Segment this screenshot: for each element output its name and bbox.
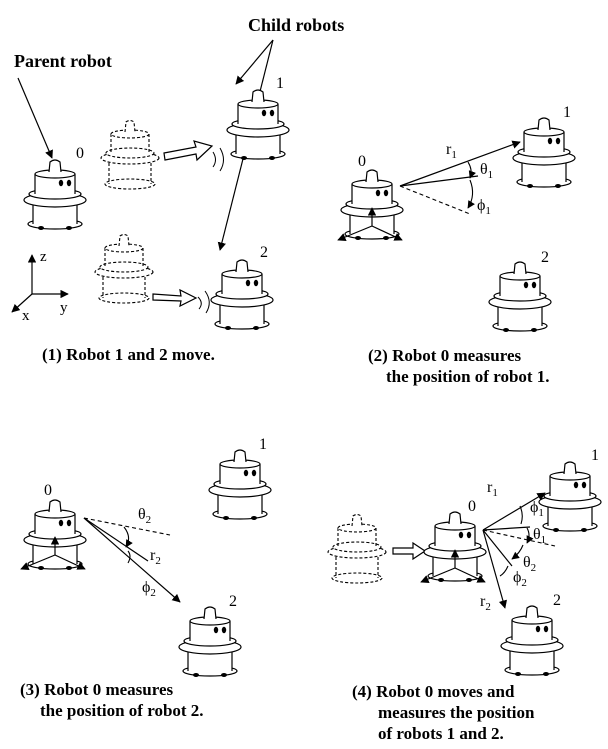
caption-panel-2-line-1: (2) Robot 0 measures (368, 346, 522, 365)
robot-1-id: 1 (276, 75, 284, 92)
panel-2: 0 r1 θ1 ϕ1 1 2 (2) Robot 0 measures the … (338, 104, 576, 386)
motion-lines-2 (197, 290, 210, 314)
caption-panel-1: (1) Robot 1 and 2 move. (42, 345, 215, 364)
distance-vector-r1 (482, 492, 546, 531)
robot-2-id: 2 (541, 249, 549, 266)
parent-robot-pointer (17, 77, 53, 159)
theta2-arc (123, 526, 133, 548)
robot-1-id: 1 (563, 104, 571, 121)
panel-4: 0 r1 ϕ1 θ1 θ2 ϕ2 r2 1 2 (4) Robot 0 move… (327, 447, 602, 743)
robot-1-previous-position (100, 119, 160, 190)
theta1-label: θ1 (533, 526, 546, 546)
r1-label: r1 (446, 141, 457, 161)
r2-label: r2 (150, 547, 161, 567)
axis-x-label: x (22, 308, 30, 324)
robot-0 (23, 499, 87, 571)
reference-direction-line (399, 185, 471, 215)
caption-panel-3-line-1: (3) Robot 0 measures (20, 680, 174, 699)
theta1-label: θ1 (480, 161, 493, 181)
robot-2 (488, 261, 552, 333)
motion-lines-1 (212, 147, 224, 172)
robot-0 (423, 511, 487, 583)
phi1-label: ϕ1 (477, 197, 491, 217)
robot-0-id: 0 (468, 498, 476, 515)
reference-direction-line (83, 517, 171, 536)
robot-2 (178, 606, 242, 678)
robot-0-previous-position (327, 513, 387, 584)
phi2-arc (127, 550, 131, 564)
caption-panel-4-line-1: (4) Robot 0 moves and (352, 682, 515, 701)
distance-vector-r2 (83, 517, 181, 603)
horizontal-projection-line (399, 175, 479, 187)
caption-panel-3-line-2: the position of robot 2. (40, 701, 204, 720)
robot-1 (538, 461, 602, 533)
theta1-arc (526, 527, 534, 544)
robot-0 (340, 169, 404, 241)
robot-2-previous-position (94, 233, 154, 304)
caption-panel-2-line-2: the position of robot 1. (386, 367, 550, 386)
horizontal-projection-line-1 (482, 526, 531, 531)
child-robots-label: Child robots (248, 15, 344, 35)
theta2-label: θ2 (523, 554, 536, 574)
r2-label: r2 (480, 593, 491, 613)
phi2-label: ϕ2 (513, 569, 527, 589)
caption-panel-4-line-3: of robots 1 and 2. (378, 724, 504, 743)
robot-1 (226, 89, 290, 161)
horizontal-projection-line-2 (482, 529, 513, 567)
panel-1: Child robots Parent robot 0 1 2 z y x (1… (11, 15, 344, 364)
reference-direction-line (482, 529, 556, 547)
horizontal-projection-line (83, 517, 149, 562)
robot-0 (23, 159, 87, 231)
panel-3: 0 θ2 r2 ϕ2 1 2 (3) Robot 0 measures the … (20, 436, 272, 720)
robot-0-id: 0 (44, 482, 52, 499)
caption-panel-4-line-2: measures the position (378, 703, 535, 722)
robot-1 (512, 117, 576, 189)
theta1-arc (467, 161, 477, 179)
child-robot-pointer-1 (235, 39, 274, 85)
phi1-label: ϕ1 (530, 499, 544, 519)
parent-robot-label: Parent robot (14, 51, 112, 71)
distance-vector-r2 (482, 529, 507, 609)
robot-1-id: 1 (259, 436, 267, 453)
axis-y-label: y (60, 300, 68, 316)
phi1-arc (519, 505, 523, 525)
phi1-arc (467, 179, 475, 209)
robot-2 (210, 259, 274, 331)
robot-2-id: 2 (229, 593, 237, 610)
coordinate-axes: z y x (11, 249, 69, 324)
robot-2-id: 2 (260, 244, 268, 261)
r1-label: r1 (487, 479, 498, 499)
move-arrow-2 (152, 288, 198, 308)
robot-2-id: 2 (553, 592, 561, 609)
robot-2 (500, 605, 564, 677)
move-arrow-robot-0 (392, 541, 427, 561)
distance-vector-r1 (399, 140, 521, 187)
axis-z-label: z (40, 249, 47, 265)
robot-0-id: 0 (358, 153, 366, 170)
phi2-arc (499, 565, 509, 577)
theta2-label: θ2 (138, 506, 151, 526)
phi2-label: ϕ2 (142, 579, 156, 599)
robot-1 (208, 449, 272, 521)
move-arrow-1 (163, 140, 214, 162)
theta2-arc (511, 544, 524, 560)
robot-1-id: 1 (591, 447, 599, 464)
robot-0-id: 0 (76, 145, 84, 162)
